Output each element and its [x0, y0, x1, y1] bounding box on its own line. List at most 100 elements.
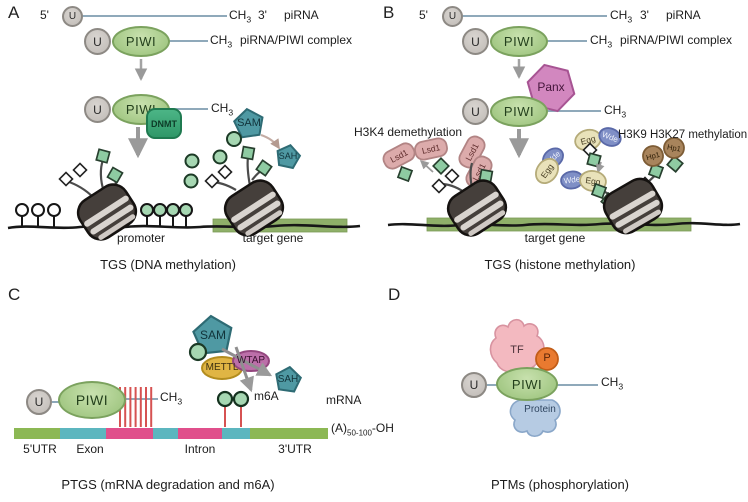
ch3-label: CH3 — [601, 375, 624, 392]
target-gene-label: target gene — [524, 231, 586, 245]
piwi-node: PIWI — [58, 381, 126, 419]
methylation-arrow — [234, 346, 254, 393]
sam-label: SAM — [199, 328, 226, 342]
histone-mark-methyl-icon — [432, 157, 450, 175]
histone-mark-methyl-icon — [240, 145, 256, 161]
methyl-group-icon — [183, 173, 199, 189]
methylated-cpg-icon — [140, 203, 154, 228]
egg-label: Egg — [579, 133, 596, 147]
uracil-node: U — [26, 389, 52, 415]
histone-mark-empty-icon — [72, 162, 88, 178]
three-prime-label: 3' — [258, 8, 267, 22]
uracil-node: U — [462, 98, 489, 125]
lsd1-label: Lsd1 — [421, 142, 441, 156]
utr5-label: 5'UTR — [23, 442, 57, 456]
methylated-cpg-icon — [153, 203, 167, 228]
piwi-node: PIWI — [490, 96, 548, 127]
methylation-arrow — [595, 161, 605, 174]
ch3-label: CH3 — [211, 101, 234, 118]
egg-wde-cluster: Egg Wde Wde Egg Wde Egg — [535, 127, 622, 192]
methylated-cpg-icon — [166, 203, 180, 228]
dnmt-node: DNMT — [146, 108, 182, 139]
panel-a-letter: A — [8, 3, 20, 22]
panel-a-graphics — [7, 15, 361, 245]
ch3-label: CH3 — [160, 390, 183, 407]
panel-b-caption: TGS (histone methylation) — [484, 257, 636, 272]
uracil-node: U — [84, 28, 111, 55]
panel-c-graphics — [14, 314, 328, 439]
uracil-node: U — [62, 6, 83, 27]
uracil-node: U — [442, 6, 463, 27]
ch3-label: CH3 — [590, 33, 613, 50]
utr3-label: 3'UTR — [278, 442, 312, 456]
wtap-label: WTAP — [236, 355, 266, 366]
mrna-label: mRNA — [326, 393, 362, 407]
sam-pentagon — [192, 314, 233, 355]
ch3-label: CH3 — [610, 8, 633, 25]
tf-label: TF — [510, 344, 524, 356]
unmethylated-cpg-icon — [15, 203, 29, 228]
sam-pentagon — [233, 107, 264, 139]
uracil-node: U — [461, 372, 487, 398]
methyl-group-icon — [188, 342, 208, 362]
histone-mark-methyl-icon — [95, 148, 111, 164]
histone-mark-empty-icon — [217, 164, 233, 180]
methylated-cpg-icon — [179, 203, 193, 228]
histone-mark-methyl-icon — [591, 183, 607, 199]
methyl-group-icon — [226, 131, 242, 147]
panel-c-caption: PTGS (mRNA degradation and m6A) — [61, 477, 275, 492]
target-gene-label: target gene — [242, 231, 304, 245]
mrna-bar — [14, 428, 328, 439]
ch3-label: CH3 — [210, 33, 233, 50]
hp1-label: Hp1 — [645, 150, 661, 162]
sah-label: SAH — [277, 374, 299, 385]
dna-strand — [7, 223, 361, 230]
base-pairing-comb — [119, 387, 153, 427]
phospho-circle — [535, 347, 559, 371]
five-prime-label: 5' — [40, 8, 49, 22]
m6a-mark-icon — [216, 390, 234, 408]
sah-pentagon — [276, 144, 302, 170]
phospho-label: P — [543, 352, 551, 364]
dna-strand — [387, 221, 741, 228]
mettl-label: METTL — [205, 362, 239, 373]
panel-d-letter: D — [388, 285, 401, 304]
five-prime-label: 5' — [419, 8, 428, 22]
wde-label: Wde — [563, 174, 581, 185]
panx-label: Panx — [537, 80, 565, 94]
hp1-cluster: Hp1 Hp1 — [637, 137, 685, 193]
pirna-label: piRNA — [284, 8, 319, 22]
panel-b-letter: B — [383, 3, 395, 22]
ch3-label: CH3 — [604, 103, 627, 120]
methyl-group-icon — [184, 153, 200, 169]
histone-mark-empty-icon — [444, 168, 460, 184]
sam-label: SAM — [237, 117, 261, 129]
three-prime-label: 3' — [640, 8, 649, 22]
protein-label: Protein — [524, 404, 556, 415]
piwi-node: PIWI — [112, 26, 170, 57]
histone-mark-empty-icon — [431, 178, 447, 194]
h3k9-h3k27-methylation-label: H3K9 H3K27 methylation — [618, 129, 748, 141]
exon-label: Exon — [76, 442, 104, 456]
intron-label: Intron — [184, 442, 216, 456]
lsd1-cluster: Lsd1 Lsd1 Lsd1 Lsd1 — [382, 135, 494, 199]
sam-to-sah-arrow — [221, 347, 273, 377]
panel-b-graphics: Lsd1 Lsd1 Lsd1 Lsd1 Egg Wde Wde Egg Wde … — [382, 15, 741, 241]
sah-label: SAH — [278, 151, 298, 161]
panel-a-caption: TGS (DNA methylation) — [100, 257, 236, 272]
piwi-node: PIWI — [496, 367, 558, 401]
ch3-label: CH3 — [229, 8, 252, 25]
panel-c-letter: C — [8, 285, 21, 304]
uracil-node: U — [84, 96, 111, 123]
piwi-node: PIWI — [490, 26, 548, 57]
histone-mark-methyl-icon — [397, 166, 413, 182]
histone-mark-empty-icon — [204, 173, 220, 189]
unmethylated-cpg-icon — [31, 203, 45, 228]
pirna-label: piRNA — [666, 8, 701, 22]
sam-to-sah-arrow — [260, 134, 280, 150]
promoter-label: promoter — [116, 231, 166, 245]
sah-pentagon — [275, 365, 303, 393]
histone-mark-methyl-icon — [586, 152, 602, 168]
